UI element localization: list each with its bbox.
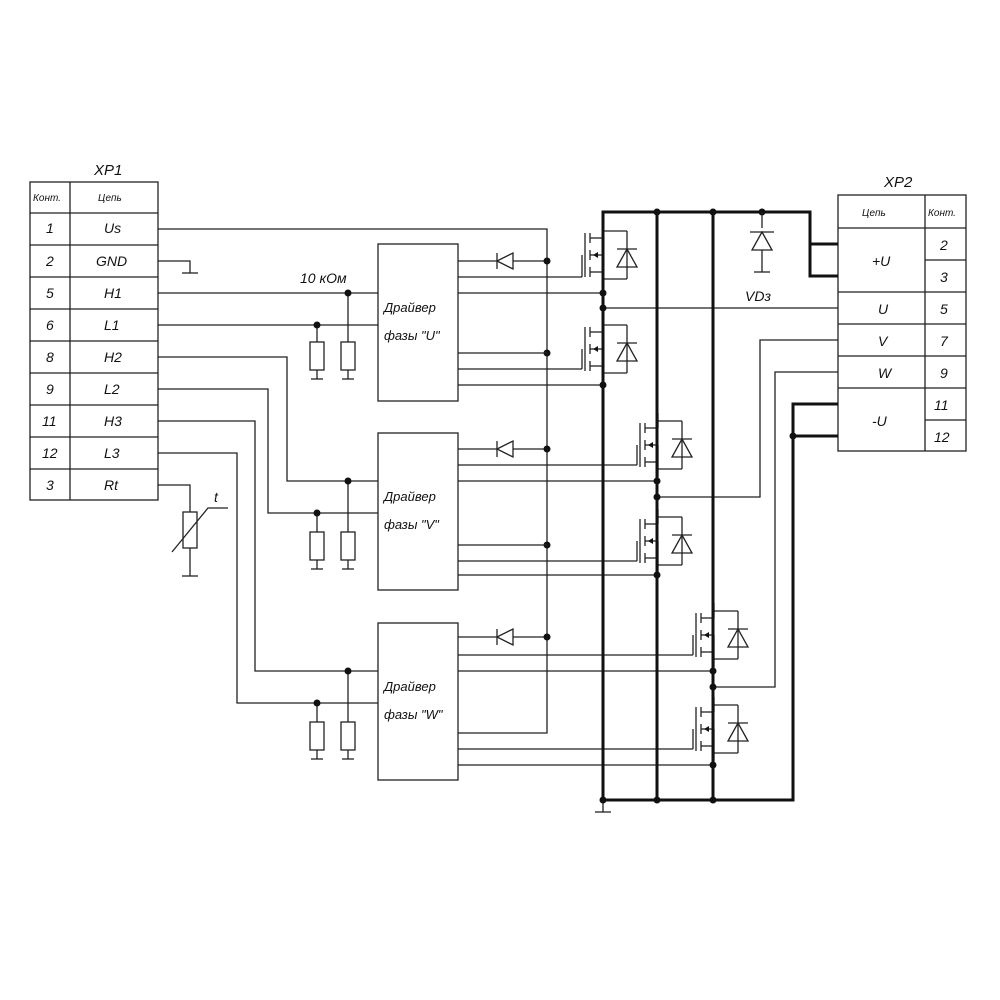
bootstrap-diodes: [458, 252, 551, 646]
xp2-pin: 12: [934, 429, 950, 445]
xp1-pin: 8: [46, 349, 54, 365]
driver-u-line2: фазы "U": [384, 328, 441, 343]
xp2-net: -U: [872, 413, 888, 429]
xp2-header-contact: Конт.: [928, 208, 956, 219]
driver-u: Драйвер фазы "U": [377, 243, 459, 402]
xp2-pin: 3: [940, 269, 948, 285]
xp2-pin: 11: [934, 397, 949, 413]
mosfet-u-high: [581, 222, 638, 288]
xp1-net: GND: [96, 253, 127, 269]
xp1-net: H3: [104, 413, 122, 429]
xp1-header-contact: Конт.: [33, 193, 61, 204]
resistor-value-label: 10 кОм: [300, 270, 347, 286]
xp1-pin: 12: [42, 445, 58, 461]
xp1-pin: 2: [45, 253, 54, 269]
xp2-net: +U: [872, 253, 891, 269]
xp2-pin: 2: [939, 237, 948, 253]
driver-w-line2: фазы "W": [384, 707, 444, 722]
vd3-label: VDз: [745, 288, 771, 304]
xp1-pin: 9: [46, 381, 54, 397]
xp1-pin: 11: [42, 413, 57, 429]
xp1-net: Us: [104, 220, 121, 236]
xp1-net: L1: [104, 317, 120, 333]
driver-output-wires: [458, 276, 713, 766]
xp2-header-circuit: Цепь: [862, 208, 886, 219]
xp1-connector: XP1 Конт. Цепь 1 Us 2 GND 5 H1 6 L1 8 H2…: [29, 162, 159, 501]
driver-v: Драйвер фазы "V": [377, 432, 459, 591]
xp2-pin: 5: [940, 301, 948, 317]
driver-w: Драйвер фазы "W": [377, 622, 459, 781]
thermistor-label: t: [214, 489, 219, 505]
mosfet-u-low: [581, 316, 638, 382]
xp2-net: U: [878, 301, 889, 317]
xp1-net: Rt: [104, 477, 119, 493]
driver-v-line2: фазы "V": [384, 517, 440, 532]
mosfet-w-high: [692, 602, 749, 668]
pulldown-resistors: 10 кОм: [300, 270, 356, 760]
xp1-net: H1: [104, 285, 122, 301]
xp1-net: L2: [104, 381, 120, 397]
power-rails: [595, 208, 838, 813]
xp1-pin: 1: [46, 220, 54, 236]
mosfet-v-high: [636, 412, 693, 478]
xp1-header-circuit: Цепь: [98, 193, 122, 204]
xp2-pin: 9: [940, 365, 948, 381]
mosfet-v-low: [636, 508, 693, 574]
xp2-pin: 7: [940, 333, 949, 349]
xp1-title: XP1: [93, 162, 122, 179]
xp1-pin: 5: [46, 285, 54, 301]
xp2-connector: XP2 Цепь Конт. +U 2 3 U 5 V 7 W 9 -U 11 …: [837, 174, 967, 452]
driver-w-line1: Драйвер: [382, 679, 436, 694]
xp1-pin: 3: [46, 477, 54, 493]
diode-vd3: VDз: [745, 212, 774, 304]
thermistor: t: [171, 489, 228, 553]
mosfet-w-low: [692, 696, 749, 762]
xp2-title: XP2: [883, 174, 913, 191]
xp2-net: V: [878, 333, 889, 349]
driver-u-line1: Драйвер: [382, 300, 436, 315]
xp1-pin: 6: [46, 317, 54, 333]
xp2-net: W: [878, 365, 893, 381]
xp1-net: L3: [104, 445, 120, 461]
xp1-net: H2: [104, 349, 122, 365]
driver-v-line1: Драйвер: [382, 489, 436, 504]
